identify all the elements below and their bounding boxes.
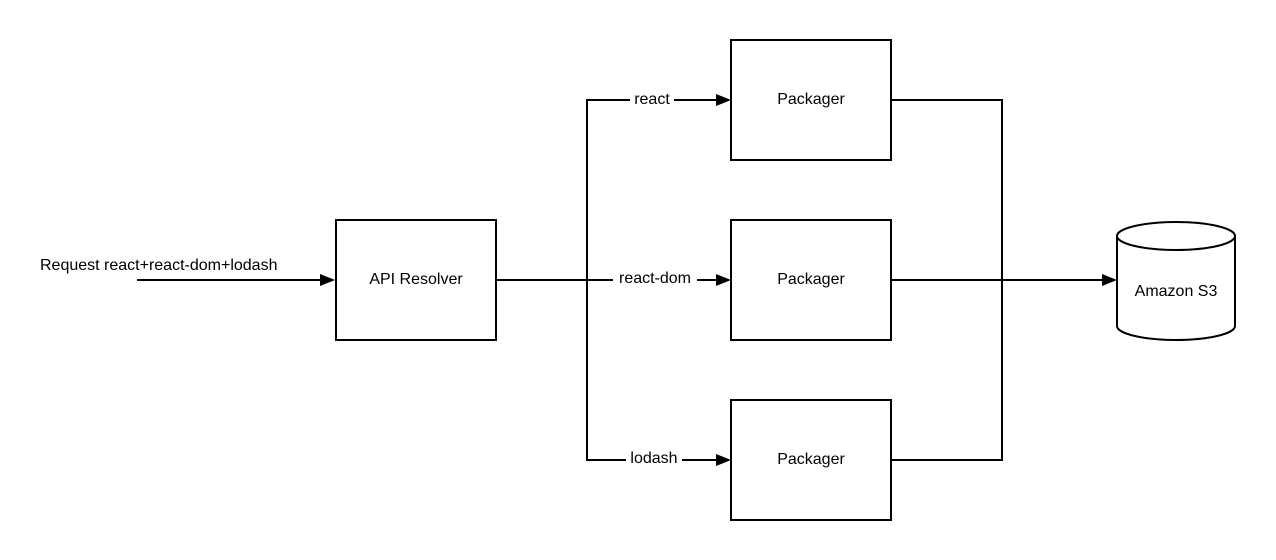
- edge-lodash: [586, 280, 719, 461]
- arrowhead-react: [716, 94, 731, 106]
- input-label: Request react+react-dom+lodash: [40, 257, 277, 274]
- fanin-edges: [891, 99, 1117, 461]
- edge-label-lodash: lodash: [630, 450, 677, 467]
- packager-label: Packager: [777, 451, 845, 468]
- edge-label-react-group: react: [630, 88, 674, 108]
- packager-node-react: Packager: [730, 39, 892, 161]
- packager-label: Packager: [777, 91, 845, 108]
- packager-node-react-dom: Packager: [730, 219, 892, 341]
- api-resolver-label: API Resolver: [369, 271, 463, 288]
- amazon-s3-database-icon: Amazon S3: [1116, 221, 1236, 341]
- edge-label-react: react: [634, 91, 670, 108]
- edge-label-react-dom-group: react-dom: [613, 268, 697, 288]
- packager-node-lodash: Packager: [730, 399, 892, 521]
- packager-label: Packager: [777, 271, 845, 288]
- edge-label-lodash-group: lodash: [626, 448, 682, 468]
- edge-label-react-dom: react-dom: [619, 270, 691, 287]
- amazon-s3-label: Amazon S3: [1135, 283, 1218, 300]
- arrowhead-react-dom: [716, 274, 731, 286]
- api-resolver-node: API Resolver: [335, 219, 497, 341]
- input-edge: [137, 274, 335, 286]
- arrowhead-lodash: [716, 454, 731, 466]
- arrowhead-storage: [1102, 274, 1117, 286]
- edge-react: [586, 99, 719, 280]
